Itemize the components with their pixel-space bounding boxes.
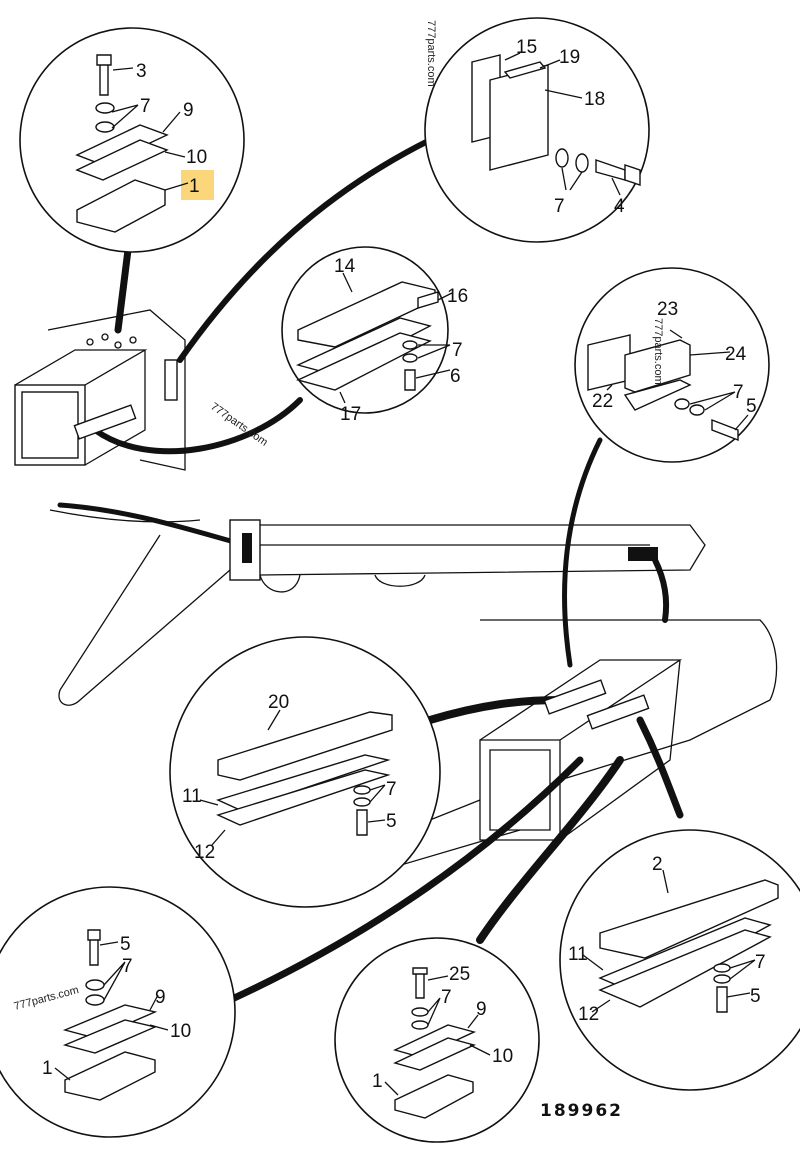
callout-9: 9 xyxy=(476,999,487,1020)
callout-20: 20 xyxy=(268,692,289,713)
leader-bands xyxy=(57,137,684,1004)
callout-7: 7 xyxy=(122,956,133,977)
watermark-text: 777parts.com xyxy=(425,20,437,87)
callout-9: 9 xyxy=(155,987,166,1008)
callout-3: 3 xyxy=(136,61,147,82)
callout-4: 4 xyxy=(614,196,625,217)
callout-7: 7 xyxy=(452,340,463,361)
detail-circle-2: 15 19 18 7 4 xyxy=(424,17,650,243)
callout-10: 10 xyxy=(170,1021,191,1042)
callout-11: 11 xyxy=(568,944,588,965)
callout-7: 7 xyxy=(441,987,452,1008)
callout-23: 23 xyxy=(657,299,678,320)
detail-circle-5: 20 11 7 5 12 xyxy=(169,636,441,908)
watermark-text: 777parts.com xyxy=(208,401,269,449)
boom-assembly xyxy=(49,509,778,881)
callout-7: 7 xyxy=(733,382,744,403)
callout-22: 22 xyxy=(592,391,613,412)
callout-12: 12 xyxy=(578,1004,599,1025)
callout-5: 5 xyxy=(386,811,397,832)
drawing-number: 189962 xyxy=(540,1101,623,1121)
callout-10: 10 xyxy=(492,1046,513,1067)
detail-circle-7: 25 7 9 10 1 xyxy=(334,937,540,1143)
callout-14: 14 xyxy=(334,256,356,277)
callout-9: 9 xyxy=(183,100,194,121)
callout-10: 10 xyxy=(186,147,207,168)
callout-1: 1 xyxy=(189,176,200,197)
detail-circle-1: 3 7 9 10 1 xyxy=(19,27,245,253)
callout-7: 7 xyxy=(140,96,151,117)
callout-17: 17 xyxy=(340,404,361,425)
callout-18: 18 xyxy=(584,89,605,110)
callout-5: 5 xyxy=(750,986,761,1007)
callout-16: 16 xyxy=(447,286,468,307)
callout-1: 1 xyxy=(42,1058,53,1079)
callout-19: 19 xyxy=(559,47,580,68)
callout-11: 11 xyxy=(182,786,202,807)
callout-2: 2 xyxy=(652,854,663,875)
callout-15: 15 xyxy=(516,37,537,58)
detail-circle-8: 2 11 7 5 12 xyxy=(559,829,800,1091)
watermark-text: 777parts.com xyxy=(652,318,664,385)
detail-circle-6: 777parts.com 5 7 9 10 1 xyxy=(0,886,236,1138)
callout-12: 12 xyxy=(194,842,215,863)
box-section-detail: 777parts.com xyxy=(14,309,270,471)
callout-1: 1 xyxy=(372,1071,383,1092)
callout-25: 25 xyxy=(449,964,470,985)
detail-circle-4: 777parts.com 23 24 7 5 22 xyxy=(574,267,770,463)
callout-24: 24 xyxy=(725,344,747,365)
callout-7: 7 xyxy=(386,779,397,800)
callout-6: 6 xyxy=(450,366,461,387)
callout-7: 7 xyxy=(554,196,565,217)
detail-circle-3: 14 16 7 6 17 xyxy=(281,246,468,425)
highlight-marker xyxy=(181,170,214,200)
callout-5: 5 xyxy=(120,934,131,955)
callout-5: 5 xyxy=(746,396,757,417)
callout-7: 7 xyxy=(755,952,766,973)
